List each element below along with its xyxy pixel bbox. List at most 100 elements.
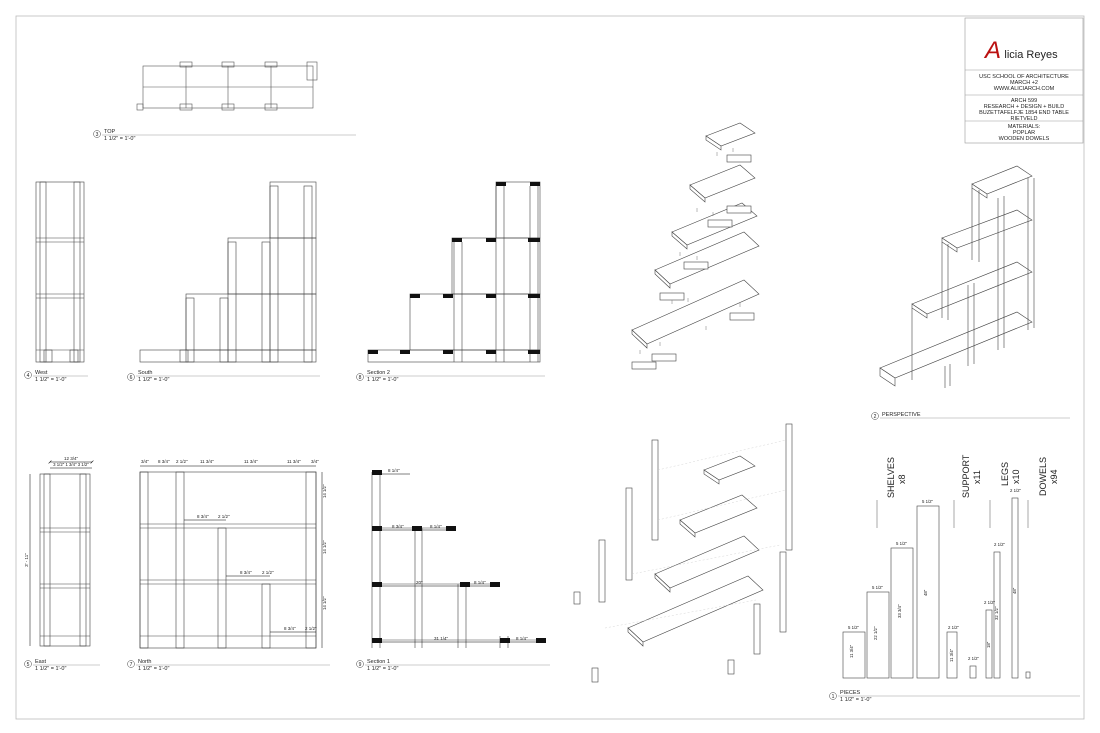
view-scale: 1 1/2" = 1'-0" xyxy=(840,697,871,703)
dim-label: 20" xyxy=(416,580,423,585)
north-elevation xyxy=(139,471,317,649)
svg-text:3: 3 xyxy=(96,132,99,138)
legs-label: LEGS xyxy=(1000,462,1010,486)
svg-text:5: 5 xyxy=(27,662,30,668)
dim-label: 2 1/2" xyxy=(218,514,230,519)
dim-label: 2 1/2" xyxy=(305,626,317,631)
dowels-count: x94 xyxy=(1049,469,1059,484)
dim-label: 2 1/2" xyxy=(176,459,188,464)
east-label: 5 East 1 1/2" = 1'-0" xyxy=(24,659,100,672)
svg-text:1: 1 xyxy=(832,694,835,700)
view-scale: 1 1/2" = 1'-0" xyxy=(138,666,169,672)
dim-label: 5 1/2" xyxy=(896,541,908,546)
svg-text:2: 2 xyxy=(874,414,877,420)
pieces-headers: SHELVES x8 SUPPORT x11 LEGS x10 DOWELS x… xyxy=(886,454,1059,498)
project: BUZETTAFELFJE 1854 END TABLE xyxy=(979,110,1069,116)
dim-label: 8 1/4" xyxy=(388,468,400,473)
pieces-arrows xyxy=(876,500,1029,528)
logo-name: licia Reyes xyxy=(1004,49,1058,61)
dim-label: 12 3/4" xyxy=(64,456,79,461)
dim-label: 11 3/4" xyxy=(287,459,301,464)
material-2: WOODEN DOWELS xyxy=(999,136,1050,142)
axon-dowels xyxy=(639,148,741,354)
dowels-label: DOWELS xyxy=(1038,457,1048,496)
pieces-dims: 5 1/2" 5 1/2" 5 1/2" 5 1/2" 11 3/4" 22 1… xyxy=(848,488,1022,662)
north-label: 7 North 1 1/2" = 1'-0" xyxy=(127,659,330,672)
shelves-count: x8 xyxy=(897,474,907,484)
view-name: PERSPECTIVE xyxy=(882,412,921,418)
pieces-shapes xyxy=(842,497,1031,679)
dim-label: 22 1/2" xyxy=(873,626,878,640)
view-name: PIECES xyxy=(840,690,861,696)
dim-label: 11 3/4" xyxy=(244,459,258,464)
north-dims xyxy=(140,465,323,648)
school: USC SCHOOL OF ARCHITECTURE xyxy=(979,74,1069,80)
dim-label: 11 3/4" xyxy=(200,459,214,464)
south-elevation xyxy=(139,181,317,363)
view-scale: 1 1/2" = 1'-0" xyxy=(35,377,66,383)
dim-label: 5 1/2" xyxy=(848,625,860,630)
dim-label: 33 3/4" xyxy=(897,604,902,618)
dim-label: 3/4" xyxy=(141,459,149,464)
section-1-dims xyxy=(382,473,536,643)
view-scale: 1 1/2" = 1'-0" xyxy=(104,136,135,142)
axon-lower-guides xyxy=(604,439,787,629)
west-elevation xyxy=(35,181,85,363)
view-scale: 1 1/2" = 1'-0" xyxy=(138,377,169,383)
section-2 xyxy=(367,181,541,363)
svg-text:4: 4 xyxy=(27,373,30,379)
dim-label: 2 1/2" xyxy=(1010,488,1022,493)
dim-label: 8 3/4" xyxy=(197,514,209,519)
perspective-view xyxy=(879,165,1035,388)
dim-label: 3' - 11" xyxy=(24,553,29,567)
view-scale: 1 1/2" = 1'-0" xyxy=(367,377,398,383)
pieces-label: 1 PIECES 1 1/2" = 1'-0" xyxy=(829,690,1080,703)
sheet-border xyxy=(15,15,1085,720)
website: WWW.ALICIARCH.COM xyxy=(994,86,1055,92)
dim-label: 32 1/2" xyxy=(994,606,999,620)
title-block: A licia Reyes USC SCHOOL OF ARCHITECTURE… xyxy=(964,17,1084,144)
exploded-axon-upper xyxy=(631,122,760,370)
date: MARCH +2 xyxy=(1010,80,1038,86)
dim-label: 3/4" xyxy=(311,459,319,464)
south-label: 6 South 1 1/2" = 1'-0" xyxy=(127,370,320,383)
view-name: West xyxy=(35,370,48,376)
section-1-fills xyxy=(372,470,546,643)
dim-label: 5 1/2" xyxy=(922,499,934,504)
dim-label: 14 1/2" xyxy=(322,596,327,610)
view-name: TOP xyxy=(104,129,116,135)
top-view-label: 3 TOP 1 1/2" = 1'-0" xyxy=(93,129,356,142)
svg-text:7: 7 xyxy=(130,662,133,668)
dim-label: 8 3/4" xyxy=(284,626,296,631)
svg-text:9: 9 xyxy=(359,662,362,668)
east-dims xyxy=(29,462,92,646)
support-label: SUPPORT xyxy=(961,454,971,498)
dim-label: 8 3/4" xyxy=(158,459,170,464)
dim-label: 8 1/4" xyxy=(430,524,442,529)
section-2-label: 8 Section 2 1 1/2" = 1'-0" xyxy=(356,370,545,383)
materials-label: MATERIALS: xyxy=(1008,124,1041,130)
perspective-label: 2 PERSPECTIVE xyxy=(871,412,1070,420)
legs-count: x10 xyxy=(1011,469,1021,484)
dim-label: 48" xyxy=(923,589,928,596)
dim-label: 3 1/2" 1 3/4" 3 1/2" xyxy=(53,462,89,467)
view-name: South xyxy=(138,370,152,376)
dim-label: 11 3/4" xyxy=(849,644,854,658)
course-sub: RESEARCH + DESIGN + BUILD xyxy=(984,104,1064,110)
course: ARCH 599 xyxy=(1011,98,1037,104)
dim-label: 8 1/4" xyxy=(516,636,528,641)
view-name: Section 2 xyxy=(367,370,390,376)
dim-label: 5 1/2" xyxy=(872,585,884,590)
dim-label: 11 3/4" xyxy=(949,648,954,662)
dim-label: 2 1/2" xyxy=(984,600,996,605)
dim-label: 48" xyxy=(1012,587,1017,594)
dim-label: 2 1/2" xyxy=(262,570,274,575)
dim-label: 8 1/4" xyxy=(474,580,486,585)
dim-label: 18" xyxy=(986,641,991,648)
architect: RIETVELD xyxy=(1011,116,1038,122)
dim-label: 2 1/2" xyxy=(968,656,980,661)
view-name: East xyxy=(35,659,46,665)
shelves-label: SHELVES xyxy=(886,457,896,498)
view-name: North xyxy=(138,659,151,665)
